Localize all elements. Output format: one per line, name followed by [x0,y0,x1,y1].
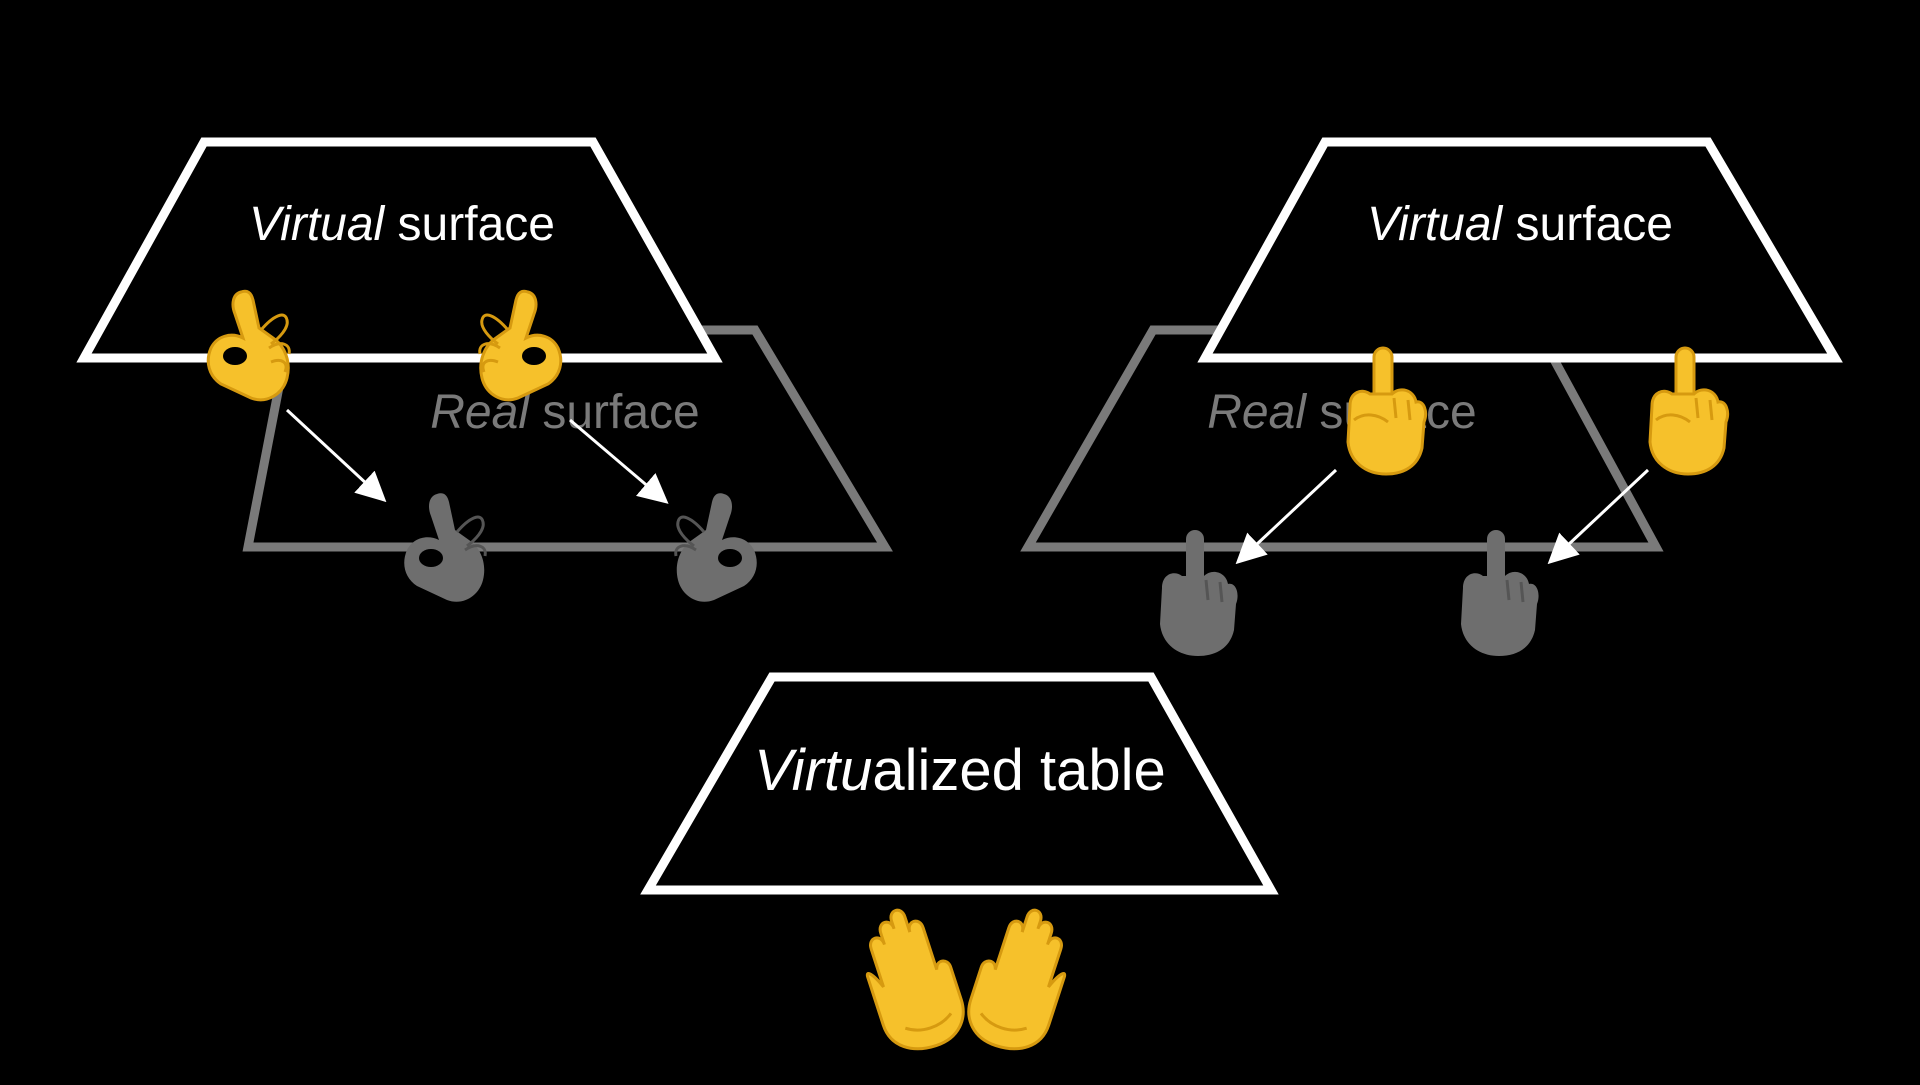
left-arrow-1 [285,408,387,503]
right-arrow-1 [1235,468,1338,565]
ok-hand-ghost-icon [402,491,487,604]
right-virtual-italic: Virtual [1367,198,1504,251]
virtualized-table-surface [640,672,1279,895]
right-real-italic: Real [1207,386,1307,439]
virtualized-table-label: Virtualized table [754,738,1166,803]
left-real-surface-label: Real surface [430,386,699,439]
pointing-up-hand-icon [1648,346,1730,476]
right-arrow-2 [1547,468,1650,565]
bottom-panel: Virtualized table [640,672,1279,1061]
pointing-up-hand-icon [1346,346,1428,476]
right-virtual-surface-label: Virtual surface [1367,198,1673,251]
right-real-surface-label: Real surface [1207,386,1476,439]
table-rest: alized table [872,738,1165,803]
right-virtual-surface [1197,137,1843,363]
left-panel: Real surface Virtual surface [76,137,893,604]
right-panel: Real surface Virtual surface [1020,137,1843,658]
table-italic: Virtu [754,738,872,803]
ok-hand-ghost-icon [674,491,759,604]
left-real-rest: surface [529,386,700,439]
left-virtual-italic: Virtual [249,198,386,251]
left-virtual-surface-label: Virtual surface [249,198,555,251]
left-virtual-rest: surface [384,198,555,251]
raised-hands-icon [849,898,1083,1061]
right-virtual-rest: surface [1502,198,1673,251]
left-arrow-2 [569,418,669,504]
